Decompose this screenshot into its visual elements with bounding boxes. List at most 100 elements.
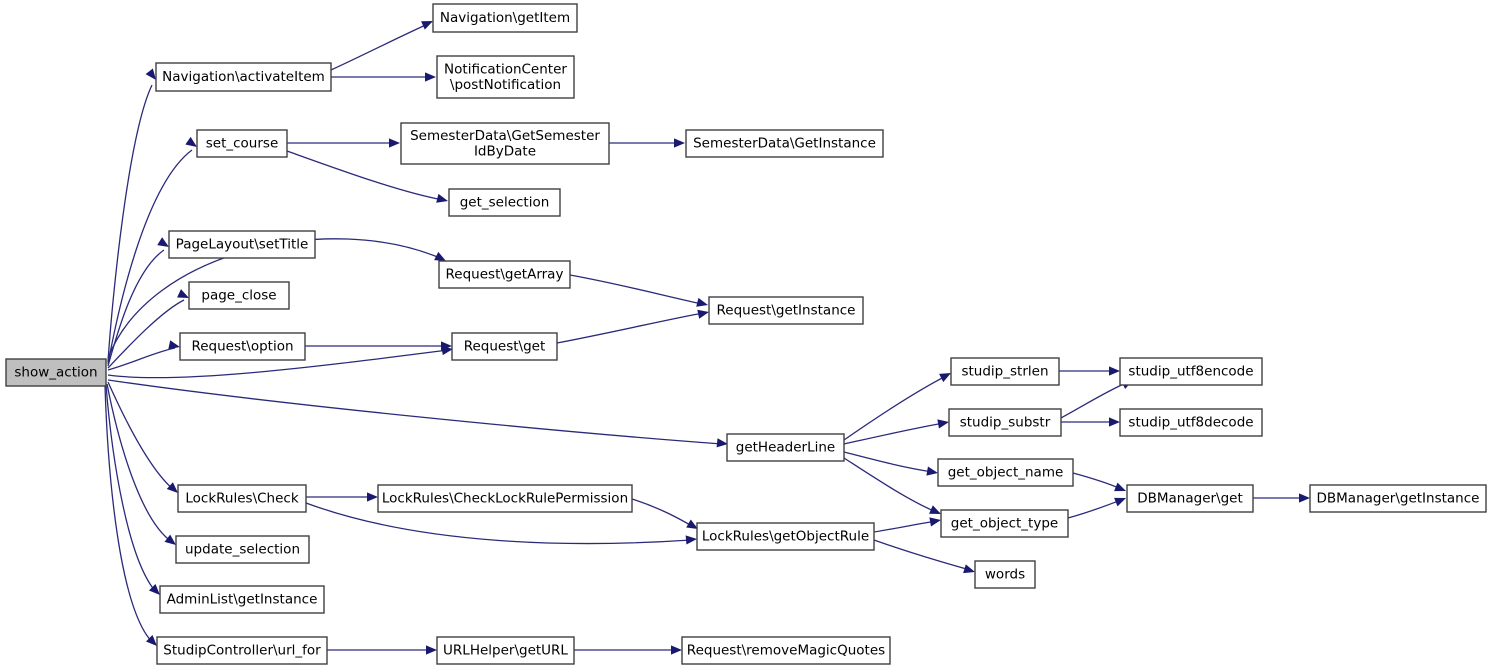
graph-node-show_action[interactable]: show_action (5, 358, 107, 387)
edge-line (305, 502, 692, 545)
edge-arrowhead-icon (425, 72, 436, 82)
edge-arrowhead-icon (939, 373, 951, 383)
graph-node-box[interactable] (726, 433, 845, 462)
graph-node-pagelayout_settitle[interactable]: PageLayout\setTitle (168, 230, 316, 259)
graph-node-request_get[interactable]: Request\get (451, 332, 558, 361)
graph-node-dbmanager_get[interactable]: DBManager\get (1126, 484, 1254, 513)
graph-node-box[interactable] (708, 296, 864, 325)
graph-node-box[interactable] (1119, 408, 1263, 437)
graph-node-box[interactable] (974, 560, 1036, 589)
graph-node-page_close[interactable]: page_close (188, 281, 290, 310)
graph-node-studip_substr[interactable]: studip_substr (948, 408, 1062, 437)
graph-node-lockrules_check[interactable]: LockRules\Check (177, 484, 307, 513)
graph-node-lockrules_checkperm[interactable]: LockRules\CheckLockRulePermission (377, 484, 633, 513)
graph-node-box[interactable] (432, 3, 578, 33)
graph-node-request_getinstance[interactable]: Request\getInstance (708, 296, 864, 325)
edge-line (104, 385, 154, 644)
graph-node-box[interactable] (159, 585, 325, 614)
graph-node-box[interactable] (1309, 484, 1487, 513)
graph-node-box[interactable] (377, 484, 633, 513)
graph-node-box[interactable] (940, 509, 1069, 538)
graph-node-box[interactable] (155, 62, 332, 92)
edge-arrowhead-icon (926, 466, 938, 476)
call-edge (107, 136, 197, 365)
edge-arrowhead-icon (168, 340, 180, 350)
graph-node-box[interactable] (175, 535, 310, 564)
edge-line (569, 274, 703, 305)
graph-node-box[interactable] (1126, 484, 1254, 513)
graph-node-dbmanager_getinstance[interactable]: DBManager\getInstance (1309, 484, 1487, 513)
graph-node-box[interactable] (685, 129, 884, 158)
graph-node-studip_utf8decode[interactable]: studip_utf8decode (1119, 408, 1263, 437)
edge-line (843, 451, 934, 473)
edge-arrowhead-icon (148, 583, 160, 595)
graph-node-box-root[interactable] (5, 358, 107, 387)
call-edge (873, 517, 941, 533)
graph-node-box[interactable] (400, 122, 610, 165)
graph-node-request_removemagic[interactable]: Request\removeMagicQuotes (681, 636, 891, 665)
call-edge (305, 341, 452, 351)
graph-node-studipcontroller_urlfor[interactable]: StudipController\url_for (156, 636, 328, 665)
edge-line (107, 381, 175, 491)
graph-node-studip_strlen[interactable]: studip_strlen (950, 357, 1060, 386)
graph-node-box[interactable] (188, 281, 290, 310)
edge-line (873, 520, 937, 533)
graph-node-notificationcenter_post[interactable]: NotificationCenter\postNotification (436, 55, 575, 99)
call-edge (574, 645, 682, 655)
graph-node-box[interactable] (156, 636, 328, 665)
graph-node-box[interactable] (1119, 357, 1263, 386)
graph-node-box[interactable] (451, 332, 558, 361)
graph-node-lockrules_getobjectrule[interactable]: LockRules\getObjectRule (696, 522, 875, 551)
graph-node-box[interactable] (196, 129, 288, 158)
edge-line (330, 23, 429, 71)
edge-arrowhead-icon (164, 534, 176, 545)
call-edge (843, 451, 938, 476)
graph-node-nav_getitem[interactable]: Navigation\getItem (432, 3, 578, 33)
graph-node-box[interactable] (438, 260, 571, 289)
graph-node-box[interactable] (937, 458, 1074, 487)
graph-node-box[interactable] (436, 636, 575, 665)
graph-node-set_course[interactable]: set_course (196, 129, 288, 158)
graph-node-box[interactable] (177, 484, 307, 513)
call-edge (106, 383, 176, 545)
call-edge (1253, 493, 1310, 503)
call-edge (843, 419, 949, 445)
graph-node-get_object_type[interactable]: get_object_type (940, 509, 1069, 538)
graph-node-box[interactable] (448, 188, 561, 217)
graph-node-nav_activate[interactable]: Navigation\activateItem (155, 62, 332, 92)
graph-node-request_option[interactable]: Request\option (179, 332, 306, 361)
call-edge (1072, 472, 1126, 492)
graph-node-get_object_name[interactable]: get_object_name (937, 458, 1074, 487)
graph-node-box[interactable] (696, 522, 875, 551)
edge-arrowhead-icon (671, 645, 682, 655)
graph-node-box[interactable] (950, 357, 1060, 386)
edge-line (1067, 499, 1122, 519)
edge-arrowhead-icon (441, 341, 452, 351)
graph-node-box[interactable] (948, 408, 1062, 437)
graph-node-getheaderline[interactable]: getHeaderLine (726, 433, 845, 462)
edge-arrowhead-icon (166, 482, 178, 493)
graph-node-urlhelper_geturl[interactable]: URLHelper\getURL (436, 636, 575, 665)
edge-line (107, 84, 153, 363)
graph-node-update_selection[interactable]: update_selection (175, 535, 310, 564)
call-edge (331, 72, 436, 82)
graph-node-box[interactable] (436, 55, 575, 99)
edge-line (106, 383, 173, 543)
edge-line (843, 457, 937, 513)
call-edge (306, 492, 378, 502)
graph-node-box[interactable] (168, 230, 316, 259)
edge-arrowhead-icon (157, 237, 169, 247)
call-edge (1059, 366, 1120, 376)
graph-node-get_selection[interactable]: get_selection (448, 188, 561, 217)
graph-node-words[interactable]: words (974, 560, 1036, 589)
graph-node-request_getarray[interactable]: Request\getArray (438, 260, 571, 289)
graph-node-box[interactable] (179, 332, 306, 361)
call-edge (287, 138, 400, 148)
call-edge (631, 498, 698, 529)
call-edge (1067, 497, 1126, 519)
graph-node-adminlist_getinstance[interactable]: AdminList\getInstance (159, 585, 325, 614)
graph-node-box[interactable] (681, 636, 891, 665)
graph-node-studip_utf8encode[interactable]: studip_utf8encode (1119, 357, 1263, 386)
graph-node-semesterdata_getinstance[interactable]: SemesterData\GetInstance (685, 129, 884, 158)
